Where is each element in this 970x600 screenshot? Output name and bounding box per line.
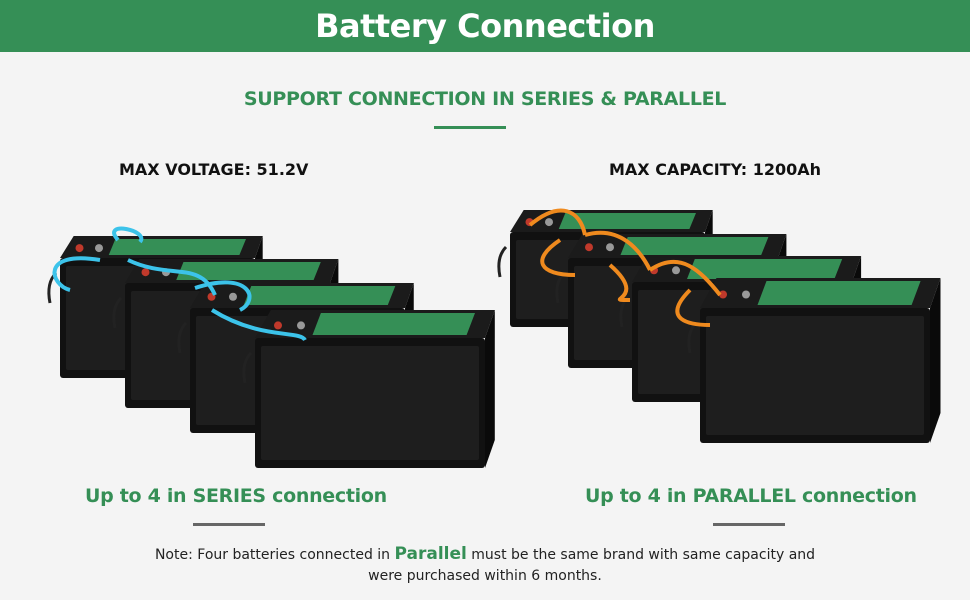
parallel-cable [540,238,576,277]
battery-label [620,237,769,255]
terminal-icon [141,268,150,277]
subtitle: SUPPORT CONNECTION IN SERIES & PARALLEL [243,88,727,110]
note-prefix: Note: Four batteries connected in [154,547,395,563]
header-banner: Battery Connection [0,0,970,52]
handle-icon [497,245,508,278]
parallel-battery-group [497,210,941,443]
series-battery-group [47,236,495,468]
terminal-icon [672,266,680,275]
terminal-icon [742,290,750,299]
battery-label [757,281,921,305]
parallel-cable [608,263,631,302]
series-caption: Up to 4 in SERIES connection [85,485,387,507]
series-cable [210,308,307,342]
battery-label [243,286,396,305]
max-voltage-label: MAX VOLTAGE: 51.2V [119,160,309,179]
parallel-cable [675,288,711,327]
series-cables [52,226,307,342]
handle-icon [112,296,123,329]
battery-label [687,259,843,279]
battery [687,278,941,443]
parallel-cable [584,230,652,271]
terminal-icon [75,244,84,253]
parallel-divider [713,523,785,526]
max-capacity-label: MAX CAPACITY: 1200Ah [609,160,822,179]
series-cable [112,226,144,244]
terminal-icon [545,218,553,227]
terminal-icon [719,290,727,299]
battery-label [312,313,475,335]
parallel-caption: Up to 4 in PARALLEL connection [585,485,917,507]
handle-icon [177,321,188,354]
terminal-icon [297,321,305,330]
series-cable [52,256,101,292]
parallel-cables [528,208,722,327]
battery-illustrations [47,208,941,468]
subtitle-divider [434,126,506,129]
page-title: Battery Connection [315,7,655,45]
parallel-cable [648,259,722,297]
series-divider [193,523,265,526]
terminal-icon [585,243,593,252]
battery-label [176,262,321,280]
terminal-icon [274,321,282,330]
note-highlight: Parallel [394,544,467,564]
terminal-icon [606,243,614,252]
note-suffix: must be the same brand with same capacit… [466,547,816,563]
series-cable [194,280,252,312]
parallel-cable [528,208,587,236]
battery-label [558,213,696,229]
battery-label [108,239,246,255]
handle-icon [242,351,253,384]
terminal-icon [229,292,237,301]
terminal-icon [95,244,103,253]
battery [242,310,495,468]
note-line2: were purchased within 6 months. [368,568,602,584]
note-text: Note: Four batteries connected in Parall… [0,544,970,587]
